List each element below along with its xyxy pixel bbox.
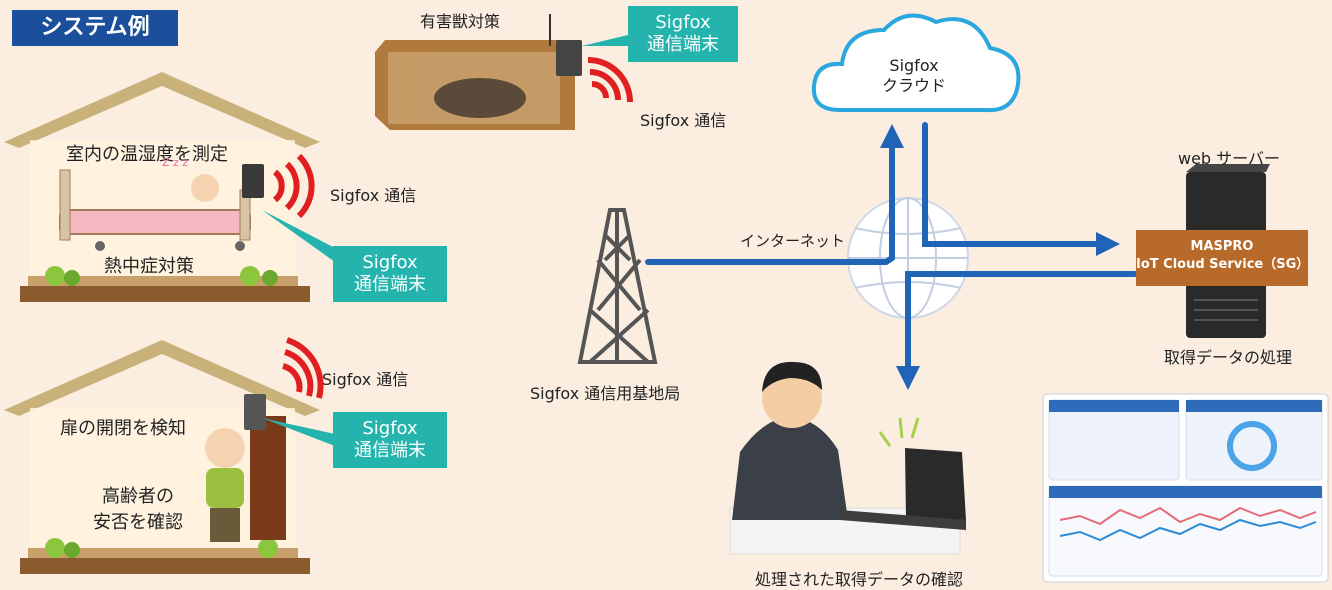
- house1-device-label-line1: Sigfox: [362, 252, 418, 273]
- cloud-label-line1: Sigfox: [889, 56, 939, 75]
- door-icon: [250, 416, 286, 540]
- cloud-icon: [811, 13, 1021, 113]
- signal-icon: [591, 81, 609, 99]
- base-station-label: Sigfox 通信用基地局: [530, 384, 681, 403]
- signal-icon: [272, 169, 285, 203]
- house1-measure-label: 室内の温湿度を測定: [66, 144, 228, 165]
- title-badge: システム例: [12, 10, 178, 46]
- elderly-person-icon: [205, 428, 245, 468]
- user-caption: 処理された取得データの確認: [755, 570, 964, 589]
- cage-caption: 有害獣対策: [420, 12, 501, 31]
- cloud-label-line2: クラウド: [881, 76, 946, 95]
- server-name-line2: IoT Cloud Service（SG）: [1136, 257, 1310, 272]
- house-1: [4, 72, 335, 302]
- dashboard-thumbnail: [1042, 393, 1329, 583]
- house1-signal-label: Sigfox 通信: [330, 186, 417, 205]
- house1-device-label-line2: 通信端末: [354, 274, 426, 295]
- sensor-device-icon: [556, 40, 582, 76]
- cage: [375, 14, 633, 130]
- server-caption: web サーバー: [1178, 149, 1281, 168]
- bed-icon: [59, 209, 251, 235]
- internet-label: インターネット: [740, 232, 846, 250]
- server-process-label: 取得データの処理: [1164, 348, 1293, 367]
- server-icon: [1136, 164, 1308, 338]
- cage-signal-label: Sigfox 通信: [640, 111, 727, 130]
- cage-device-label-line1: Sigfox: [655, 12, 711, 33]
- link-server-to-user: [896, 271, 1138, 390]
- user-with-laptop-icon: [729, 361, 966, 555]
- cage-device-box: Sigfox 通信端末: [628, 6, 738, 62]
- server-band: [1136, 230, 1308, 286]
- house1-caption: 熱中症対策: [104, 256, 194, 277]
- sensor-device-icon: [244, 394, 266, 430]
- sleeping-person-icon: [191, 174, 219, 202]
- house2-detect-label: 扉の開閉を検知: [60, 418, 186, 439]
- sensor-device-icon: [242, 164, 264, 198]
- house2-device-box: Sigfox 通信端末: [333, 412, 447, 468]
- cloud-label: Sigfox クラウド: [862, 56, 966, 96]
- house2-caption-line2: 安否を確認: [93, 512, 183, 533]
- house2-caption-line1: 高齢者の: [102, 486, 174, 507]
- house2-device-label-line2: 通信端末: [354, 440, 426, 461]
- signal-icon: [282, 363, 303, 393]
- cage-device-label-line2: 通信端末: [647, 34, 719, 55]
- house-2: [4, 337, 335, 574]
- sleep-z-icon: Z z z: [162, 156, 189, 169]
- server-name-line1: MASPRO: [1190, 239, 1254, 254]
- link-cloud-to-server: [922, 122, 1120, 256]
- house2-device-label-line1: Sigfox: [362, 418, 418, 439]
- server-name: MASPRO IoT Cloud Service（SG）: [1136, 238, 1310, 274]
- house2-signal-label: Sigfox 通信: [322, 370, 409, 389]
- house1-device-box: Sigfox 通信端末: [333, 246, 447, 302]
- boar-icon: [434, 78, 526, 118]
- house2-caption: 高齢者の 安否を確認: [90, 484, 186, 536]
- base-station-tower-icon: [577, 208, 658, 364]
